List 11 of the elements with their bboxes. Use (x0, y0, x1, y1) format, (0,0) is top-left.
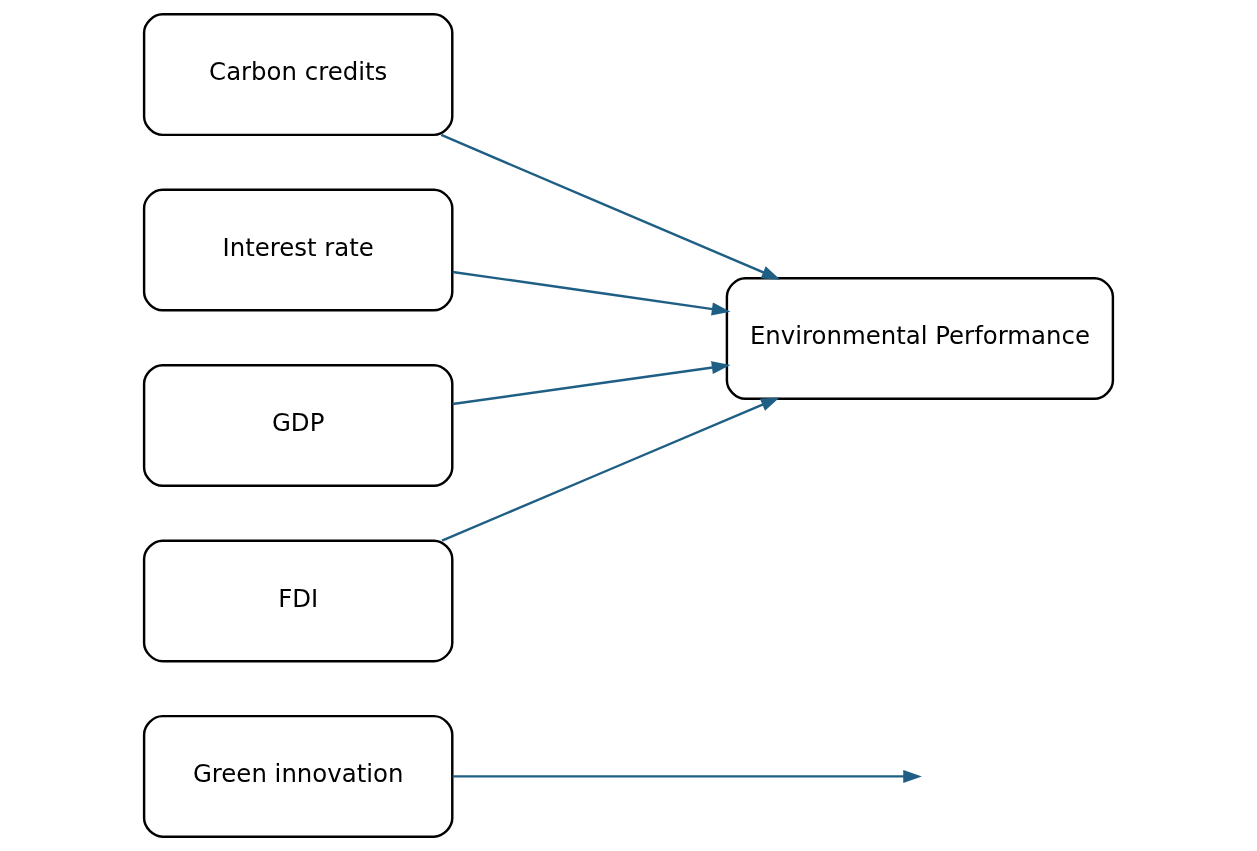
arrow (452, 270, 731, 316)
arrow (452, 769, 922, 783)
node-box: Carbon credits (142, 13, 454, 137)
node-box: Green innovation (142, 714, 454, 838)
arrow (441, 397, 780, 542)
arrow (440, 133, 781, 280)
arrow (452, 361, 731, 406)
node-box: GDP (142, 364, 454, 487)
node-box: FDI (142, 539, 454, 663)
node-box: Environmental Performance (725, 277, 1115, 401)
node-box: Interest rate (142, 188, 454, 312)
